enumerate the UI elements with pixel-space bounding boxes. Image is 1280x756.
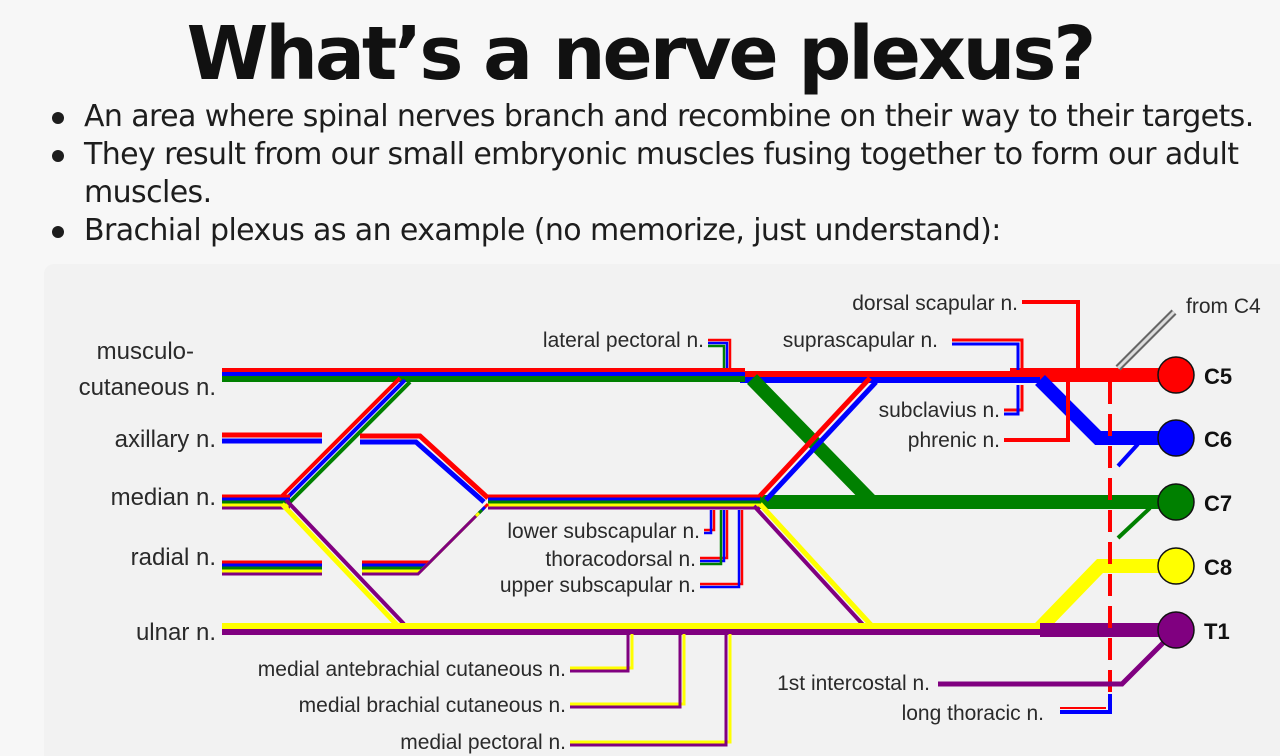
bullet-text: An area where spinal nerves branch and r… — [84, 99, 1254, 134]
long-thoracic-bottom — [1060, 694, 1112, 714]
upper-subscapular-label: upper subscapular n. — [500, 574, 696, 597]
phrenic-label: phrenic n. — [908, 429, 1000, 452]
suprascapular-branch-red — [952, 338, 1024, 370]
lower-subscapular-branch-b — [704, 510, 713, 535]
medial-brachial-label: medial brachial cutaneous n. — [299, 694, 566, 717]
bullet-text: Brachial plexus as an example (no memori… — [84, 213, 1001, 248]
subclavius-label: subclavius n. — [879, 399, 1000, 422]
thoracodorsal-branch — [700, 510, 729, 560]
suprascapular-branch-blue — [952, 342, 1020, 370]
c5-label: C5 — [1204, 364, 1232, 389]
medial-pectoral-label: medial pectoral n. — [400, 731, 566, 754]
upper-subscapular-branch — [700, 510, 744, 586]
medial-pectoral-branch-b — [570, 634, 728, 747]
bullet-dot-icon — [52, 226, 64, 238]
first-intercostal-label: 1st intercostal n. — [777, 672, 930, 695]
c6-label: C6 — [1204, 427, 1232, 452]
musculocutaneous-label-line1: musculo- — [97, 338, 194, 365]
bullet-item: Brachial plexus as an example (no memori… — [50, 212, 1270, 250]
medial-root-median-yellow — [280, 502, 400, 628]
lateral-root-median-red — [278, 376, 402, 500]
c8-label: C8 — [1204, 555, 1232, 580]
radial-branch-blue — [362, 505, 487, 567]
medial-antebrachial-label: medial antebrachial cutaneous n. — [258, 658, 566, 681]
lateral-pectoral-branch — [708, 338, 732, 368]
musculocutaneous-label-line2: cutaneous n. — [79, 374, 216, 401]
c6-root-node — [1157, 419, 1195, 457]
lower-posterior-yellow — [758, 502, 874, 628]
axillary-label: axillary n. — [115, 426, 216, 453]
lateral-pectoral-label: lateral pectoral n. — [543, 329, 704, 352]
medial-brachial-branch-b — [570, 634, 682, 709]
lateral-pectoral-branch-b — [708, 341, 729, 368]
bullet-dot-icon — [52, 150, 64, 162]
slide-title: What’s a nerve plexus? — [186, 11, 1097, 97]
subclavius-branch-red — [1004, 385, 1024, 412]
subclavius-branch-blue — [1004, 385, 1020, 416]
bullet-dot-icon — [52, 112, 64, 124]
posterior-division-red — [758, 376, 872, 498]
long-thoracic-green — [1116, 506, 1152, 540]
thoracodorsal-branch-b — [700, 510, 726, 563]
dorsal-scapular-label: dorsal scapular n. — [852, 292, 1018, 315]
dorsal-scapular-branch — [1022, 300, 1080, 370]
medial-brachial-branch — [570, 634, 686, 706]
medial-root-median-purple — [284, 498, 406, 626]
lower-posterior-purple — [752, 504, 868, 630]
from-c4-line-inner — [1116, 310, 1176, 370]
long-thoracic-blue — [1116, 442, 1140, 468]
lower-subscapular-label: lower subscapular n. — [507, 520, 700, 543]
ulnar-label: ulnar n. — [136, 619, 216, 646]
diagram-panel — [44, 264, 1280, 756]
c7-root-node — [1157, 483, 1195, 521]
thoracodorsal-label: thoracodorsal n. — [545, 548, 696, 571]
medial-antebrachial-branch-b — [570, 634, 630, 673]
lateral-pectoral-branch-c — [708, 344, 726, 368]
c8-root-node — [1157, 547, 1195, 585]
c5-root-node — [1157, 356, 1195, 394]
thoracodorsal-branch-c — [700, 510, 723, 566]
bullet-list: An area where spinal nerves branch and r… — [50, 98, 1270, 250]
lateral-root-median-blue — [283, 378, 407, 502]
bullet-item: An area where spinal nerves branch and r… — [50, 98, 1270, 136]
upper-subscapular-branch-b — [700, 510, 741, 589]
medial-pectoral-branch — [570, 634, 732, 744]
lateral-root-median-green — [288, 380, 412, 504]
bullet-item: They result from our small embryonic mus… — [50, 136, 1270, 212]
c7-label: C7 — [1204, 491, 1232, 516]
bullet-text: They result from our small embryonic mus… — [84, 137, 1239, 210]
from-c4-label: from C4 — [1186, 295, 1261, 318]
radial-branch-green — [362, 508, 484, 570]
axillary-branch-blue — [360, 439, 486, 504]
c8-root-line — [1034, 559, 1172, 633]
suprascapular-label: suprascapular n. — [783, 329, 938, 352]
lower-subscapular-branch — [704, 510, 716, 532]
t1-root-node — [1157, 611, 1195, 649]
axillary-branch-red — [360, 433, 490, 500]
radial-label: radial n. — [131, 544, 216, 571]
radial-branch-purple — [362, 514, 478, 576]
phrenic-branch — [1004, 380, 1070, 442]
long-thoracic-label: long thoracic n. — [902, 702, 1044, 725]
posterior-division-blue — [764, 380, 878, 502]
medial-antebrachial-branch — [570, 634, 634, 670]
radial-branch-red — [362, 502, 490, 564]
first-intercostal-branch — [938, 634, 1172, 687]
median-label: median n. — [111, 484, 216, 511]
c6-root-line — [1035, 375, 1172, 445]
t1-label: T1 — [1204, 619, 1230, 644]
